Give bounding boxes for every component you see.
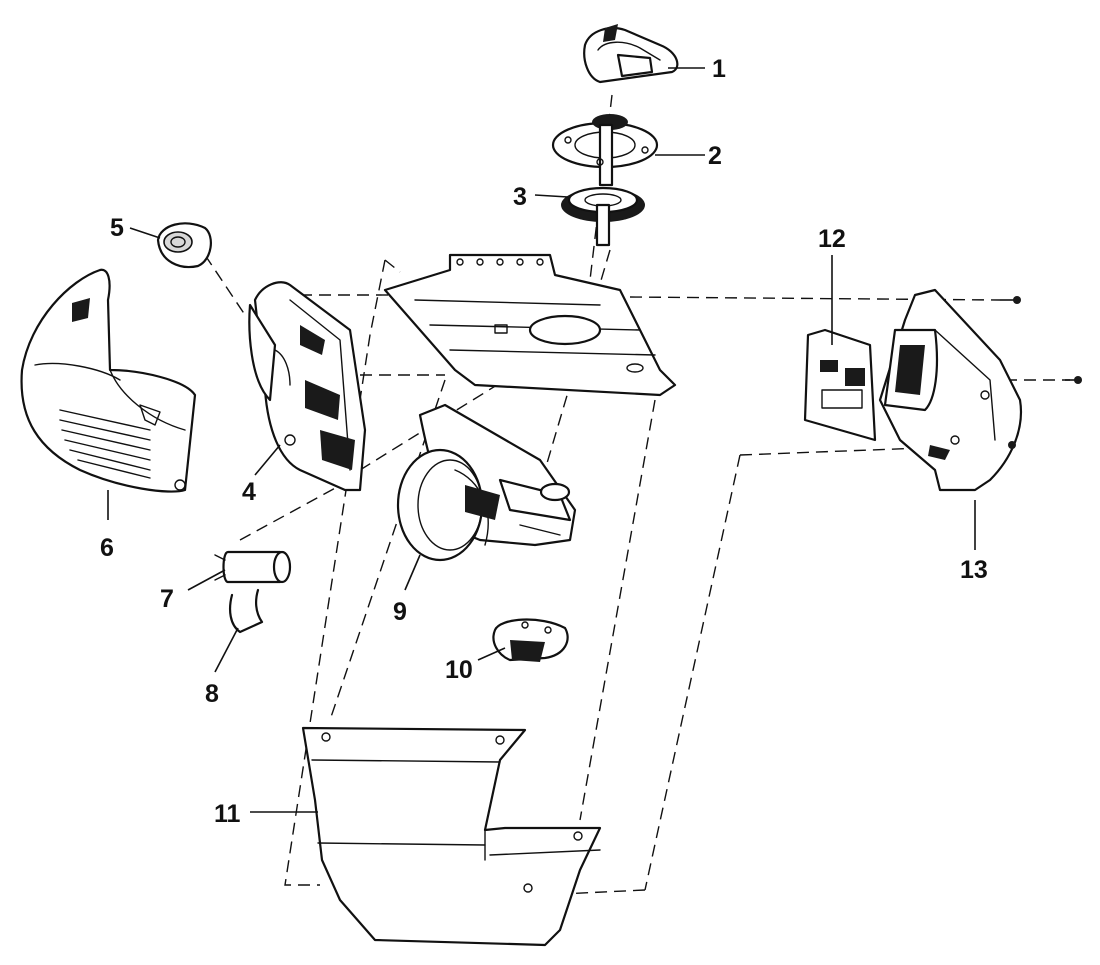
leader-8: [214, 627, 239, 673]
part-3-main-gear: [561, 186, 645, 247]
part-9-motor: [396, 403, 577, 562]
leader-lines: [107, 67, 976, 813]
screw-middle: [1065, 376, 1082, 384]
part-12-circuit-board: [803, 328, 877, 442]
callout-11: 11: [214, 800, 241, 828]
callout-3: 3: [513, 183, 527, 211]
screws: [1000, 296, 1082, 449]
leader-4: [254, 444, 281, 476]
part-10-sensor-module: [492, 618, 569, 662]
screw-top: [1000, 296, 1021, 304]
chassis-frame: [383, 253, 677, 397]
leader-7: [187, 569, 226, 591]
callout-8: 8: [205, 680, 219, 708]
assembly-dashed-lines: [204, 94, 1070, 896]
callout-10: 10: [445, 656, 473, 684]
leader-5: [129, 227, 161, 239]
callout-12: 12: [818, 225, 846, 253]
part-8-strap: [229, 588, 264, 634]
part-1-gear-cover: [583, 24, 679, 84]
part-4-end-panel: [248, 281, 367, 492]
part-7-capacitor: [214, 550, 292, 584]
part-2-drive-plate: [551, 114, 659, 187]
part-5-lens-cap: [156, 222, 212, 269]
callout-5: 5: [110, 214, 124, 242]
leader-3: [534, 194, 569, 198]
callout-4: 4: [242, 478, 256, 506]
callout-7: 7: [160, 585, 174, 613]
callout-2: 2: [708, 142, 722, 170]
callout-1: 1: [712, 55, 726, 83]
callout-labels: 1 2 3 4 5 6 7 8 9 10 11 12 13: [100, 55, 988, 828]
leader-9: [404, 554, 421, 591]
callout-13: 13: [960, 556, 988, 584]
callout-6: 6: [100, 534, 114, 562]
part-6-front-cover: [20, 268, 197, 493]
leader-10: [477, 647, 506, 661]
callout-9: 9: [393, 598, 407, 626]
screw-lower: [1008, 441, 1016, 449]
part-11-bottom-cover: [301, 726, 602, 947]
part-13-rear-panel: [878, 288, 1023, 492]
